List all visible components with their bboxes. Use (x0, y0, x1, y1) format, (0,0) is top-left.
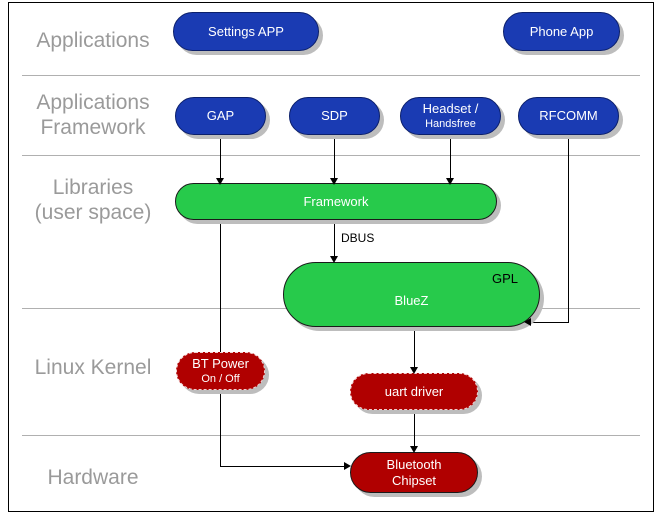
layer-label-hardware: Hardware (47, 466, 139, 489)
node-body (518, 97, 619, 135)
edge-rfcomm-to-bluez-vertical (568, 135, 569, 323)
edge-bluez-to-uart (414, 327, 415, 369)
node-body (289, 97, 380, 135)
edge-uart-to-chipset (414, 410, 415, 449)
layer-label-applications: Applications (36, 29, 150, 52)
arrowhead-uart-to-chipset (410, 446, 418, 453)
node-body (503, 12, 620, 51)
node-gap[interactable]: GAP (175, 97, 270, 139)
layer-label-applications-framework: Applications Framework (36, 91, 150, 139)
arrowhead-framework-to-chipset (344, 462, 351, 470)
arrowhead-gap-to-framework (216, 178, 224, 185)
edge-label-dbus: DBUS (341, 231, 375, 245)
node-body (175, 97, 266, 135)
arrowhead-sdp-to-framework (330, 178, 338, 185)
edge-framework-to-bluez (334, 220, 335, 260)
separator-applications (22, 75, 640, 76)
edge-headset-to-framework (450, 135, 451, 180)
node-headset-handsfree[interactable]: Headset / Handsfree (400, 97, 505, 139)
layer-label-libraries: Libraries (user space) (34, 176, 152, 224)
edge-sdp-to-framework (334, 135, 335, 180)
node-sdp[interactable]: SDP (289, 97, 384, 139)
arrowhead-rfcomm-to-bluez (524, 318, 531, 326)
edge-rfcomm-to-bluez-horizontal (527, 322, 569, 323)
node-body (283, 262, 540, 327)
node-body (350, 373, 478, 410)
node-rfcomm[interactable]: RFCOMM (518, 97, 623, 139)
separator-linux-kernel (22, 435, 640, 436)
layer-label-linux-kernel: Linux Kernel (34, 356, 152, 379)
node-body (173, 12, 319, 51)
node-phone-app[interactable]: Phone App (503, 12, 624, 55)
node-bt-power[interactable]: BT Power On / Off (176, 352, 269, 394)
arrowhead-framework-to-bluez (330, 256, 338, 263)
arrowhead-bluez-to-uart (410, 367, 418, 374)
node-body (400, 97, 501, 135)
diagram-frame (8, 2, 654, 512)
node-body (175, 183, 497, 220)
node-settings-app[interactable]: Settings APP (173, 12, 323, 55)
node-uart-driver[interactable]: uart driver (350, 373, 482, 414)
node-tag-gpl: GPL (491, 271, 518, 286)
node-bluetooth-chipset[interactable]: Bluetooth Chipset (350, 452, 482, 497)
arrowhead-headset-to-framework (446, 178, 454, 185)
edge-gap-to-framework (220, 135, 221, 180)
node-body (350, 452, 478, 493)
edge-framework-to-chipset-horizontal (220, 466, 346, 467)
node-framework[interactable]: Framework (175, 183, 501, 224)
node-bluez[interactable]: GPL BlueZ (283, 262, 544, 331)
edge-framework-to-chipset-vertical (220, 220, 221, 466)
node-body (176, 352, 265, 390)
separator-applications-framework (22, 155, 640, 156)
